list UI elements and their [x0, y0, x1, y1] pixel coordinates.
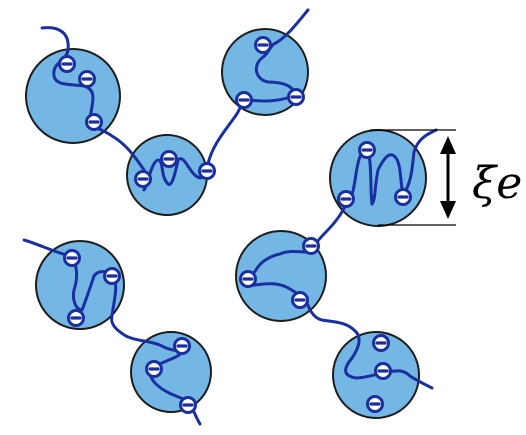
negative-charge-icon [289, 90, 304, 105]
negative-charge-icon [162, 152, 177, 167]
negative-charge-icon [339, 192, 354, 207]
negative-charge-icon [376, 364, 391, 379]
negative-charge-icon [241, 272, 256, 287]
negative-charge-icon [147, 362, 162, 377]
negative-charge-icon [256, 38, 271, 53]
arrow-up-icon [440, 136, 456, 154]
blob-size-label: ξe [472, 158, 522, 209]
negative-charge-icon [374, 336, 389, 351]
negative-charge-icon [65, 251, 80, 266]
negative-charge-icon [304, 239, 319, 254]
negative-charge-icon [200, 164, 215, 179]
negative-charge-icon [105, 269, 120, 284]
negative-charge-icon [136, 172, 151, 187]
negative-charge-icon [80, 72, 95, 87]
negative-charge-icon [60, 57, 75, 72]
negative-charge-icon [237, 93, 252, 108]
negative-charge-icon [368, 397, 383, 412]
negative-charge-icon [293, 293, 308, 308]
blob-8 [131, 332, 211, 412]
negative-charge-icon [360, 143, 375, 158]
negative-charge-icon [87, 115, 102, 130]
negative-charge-icon [69, 311, 84, 326]
negative-charge-icon [175, 339, 190, 354]
negative-charge-icon [181, 398, 196, 413]
arrow-down-icon [440, 201, 456, 219]
negative-charge-icon [396, 190, 411, 205]
